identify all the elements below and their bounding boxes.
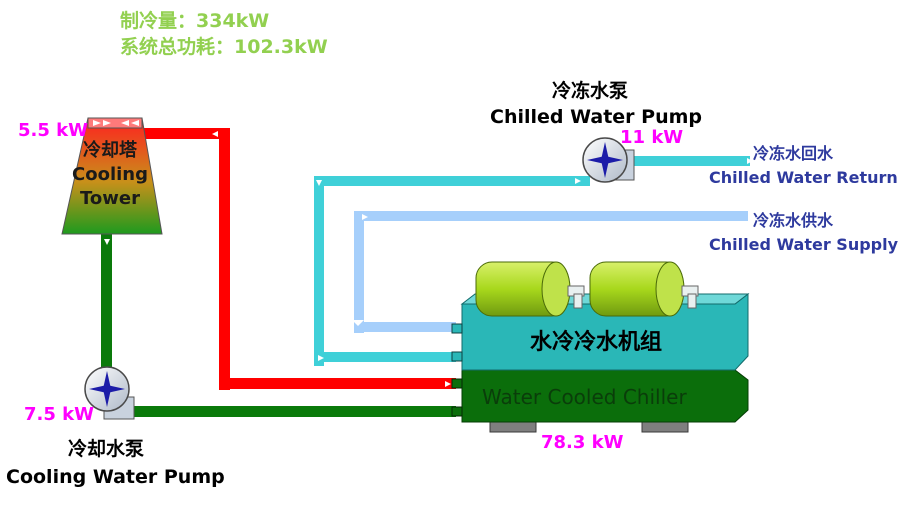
cooling-water-pump-power: 7.5 kW bbox=[24, 404, 94, 425]
cooling-tower-power: 5.5 kW bbox=[18, 120, 88, 141]
chiller-name-cn: 水冷冷水机组 bbox=[530, 330, 663, 355]
cool-cooling-water-pipe bbox=[101, 234, 456, 417]
cooling-water-pump-name-en: Cooling Water Pump bbox=[6, 466, 225, 488]
chilled-water-pump-power: 11 kW bbox=[620, 127, 684, 148]
chilled-supply-name-cn: 冷冻水供水 bbox=[753, 211, 834, 230]
chiller-name-en: Water Cooled Chiller bbox=[482, 385, 687, 409]
chilled-return-name-en: Chilled Water Return bbox=[709, 168, 898, 187]
chilled-supply-name-en: Chilled Water Supply bbox=[709, 235, 899, 254]
hot-cooling-water-pipe bbox=[120, 128, 456, 390]
cooling-water-pump-name-cn: 冷却水泵 bbox=[68, 438, 145, 460]
cooling-tower bbox=[61, 117, 163, 235]
chilled-return-name-cn: 冷冻水回水 bbox=[753, 144, 834, 163]
flow-arrows bbox=[104, 131, 753, 387]
cooling-tower-name-cn: 冷却塔 bbox=[83, 140, 137, 161]
water-cooled-chiller[interactable] bbox=[451, 261, 750, 433]
compressor-icon bbox=[589, 261, 699, 317]
chilled-water-pump-name-en: Chilled Water Pump bbox=[490, 106, 703, 128]
cooling-tower-name-en-1: Cooling bbox=[72, 164, 148, 185]
cooling-water-pump[interactable] bbox=[84, 366, 135, 420]
pump-icon bbox=[587, 142, 623, 178]
cooling-tower-name-en-2: Tower bbox=[80, 188, 140, 209]
compressor-icon bbox=[475, 261, 585, 317]
chiller-power: 78.3 kW bbox=[541, 432, 624, 453]
total-power-label: 系统总功耗：102.3kW bbox=[120, 36, 328, 58]
chilled-supply-pipe bbox=[354, 211, 748, 333]
fan-icon bbox=[93, 120, 139, 126]
pump-icon bbox=[89, 371, 125, 407]
chilled-water-pump[interactable] bbox=[582, 137, 635, 183]
chilled-water-pump-name-cn: 冷冻水泵 bbox=[552, 80, 629, 102]
cooling-capacity-label: 制冷量：334kW bbox=[120, 10, 270, 32]
chilled-return-pipe bbox=[314, 156, 750, 366]
